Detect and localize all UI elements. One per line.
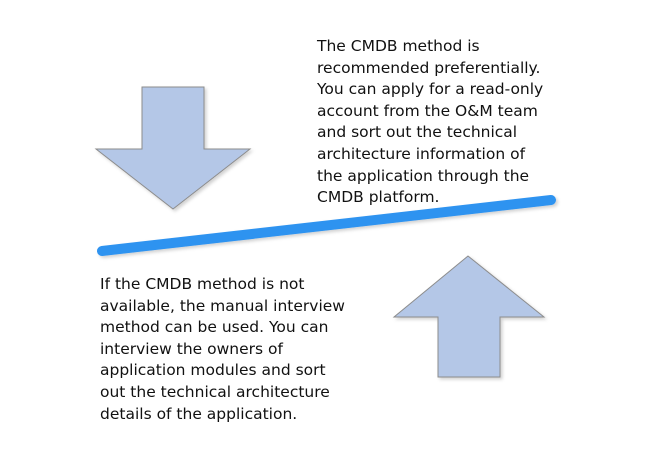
down-arrow-icon	[94, 86, 252, 210]
up-arrow-icon	[392, 255, 546, 378]
manual-interview-text: If the CMDB method is not available, the…	[100, 275, 345, 423]
cmdb-method-text: The CMDB method is recommended preferent…	[317, 37, 544, 207]
lever-bar	[97, 195, 556, 256]
